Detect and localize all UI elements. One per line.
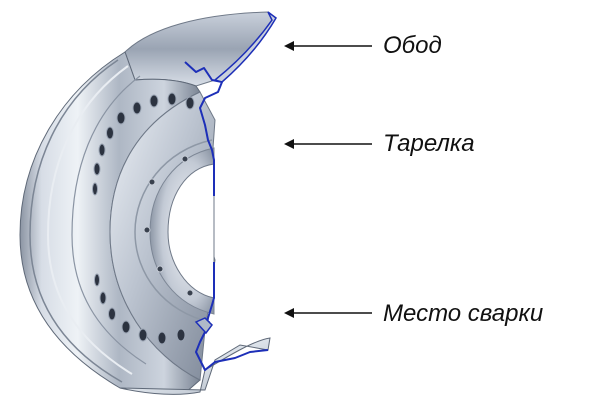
vent-hole: [185, 96, 195, 110]
vent-hole: [132, 101, 142, 115]
vent-hole: [106, 126, 114, 140]
vent-hole: [121, 320, 131, 334]
weld-seam: [194, 317, 213, 335]
arrow-weld: [284, 308, 372, 318]
vent-hole: [116, 111, 126, 125]
bolt-hole: [186, 289, 194, 297]
vent-hole: [94, 273, 100, 287]
label-rim: Обод: [383, 32, 442, 59]
vent-hole: [92, 182, 98, 196]
vent-hole: [98, 143, 106, 157]
rim-groove-mid: [46, 65, 133, 375]
bolt-hole: [156, 265, 164, 273]
vent-hole: [149, 94, 159, 108]
vent-hole: [108, 307, 116, 321]
center-bore: [167, 163, 215, 299]
vent-hole: [99, 291, 107, 305]
rim-groove-outer: [29, 59, 123, 383]
vent-hole: [167, 92, 177, 106]
section-cut-edge: [184, 61, 269, 371]
vent-hole: [157, 331, 167, 345]
rim-groove-inner: [71, 75, 147, 365]
bolt-hole: [143, 226, 151, 234]
bolt-holes: [143, 155, 194, 297]
vent-hole: [93, 162, 101, 176]
label-disc: Тарелка: [383, 130, 475, 157]
arrow-disc: [284, 139, 372, 149]
label-weld: Место сварки: [383, 300, 544, 327]
bolt-hole: [148, 178, 156, 186]
vent-hole: [176, 328, 186, 342]
rim-top-flange-edge: [213, 11, 277, 83]
vent-hole: [138, 328, 148, 342]
bolt-hole: [181, 155, 189, 163]
disc-vent-holes: [92, 92, 195, 345]
arrow-rim: [284, 41, 372, 51]
disc-inner-ring: [134, 139, 213, 323]
